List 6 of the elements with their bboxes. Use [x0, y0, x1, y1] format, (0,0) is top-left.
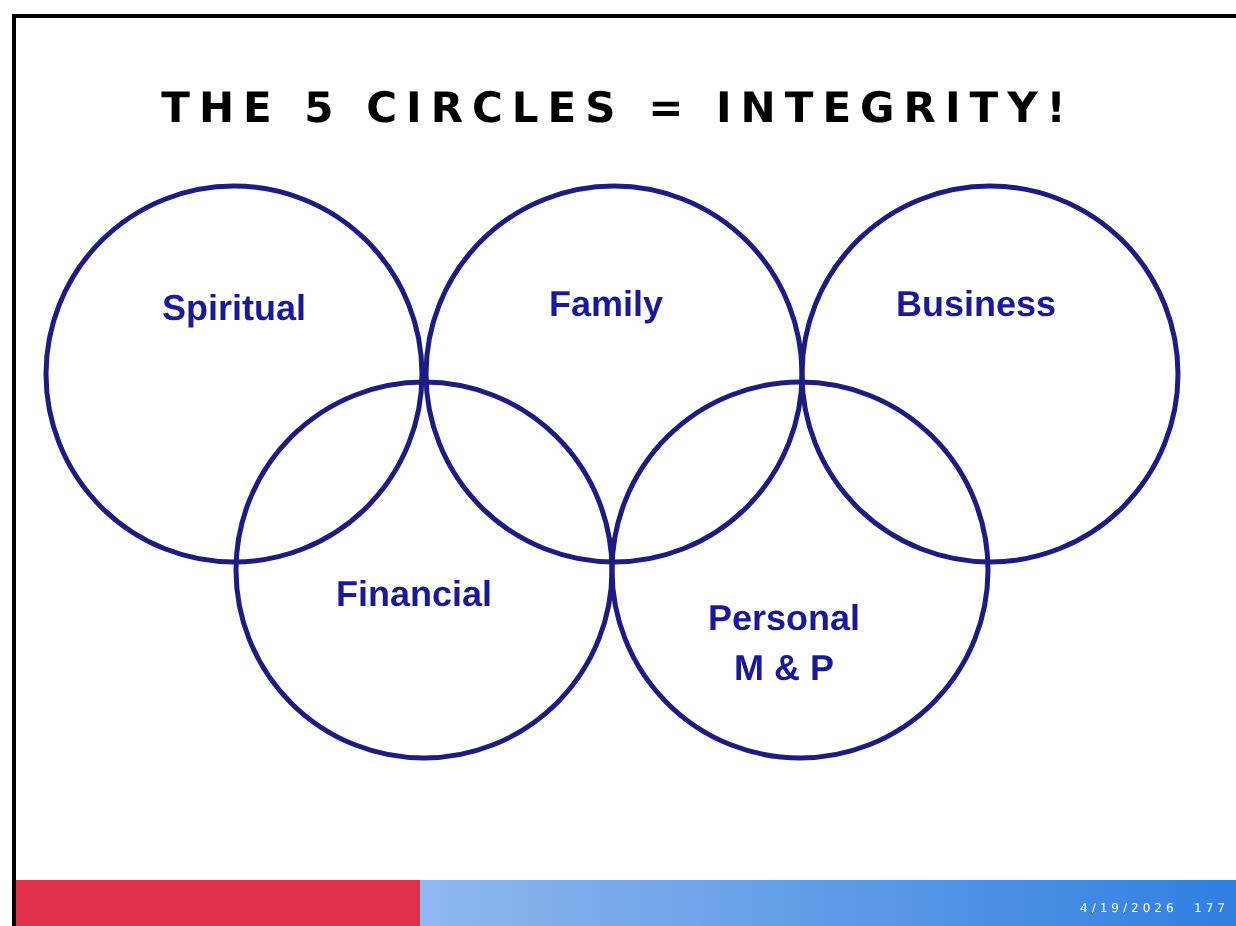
circle-label: Family: [546, 282, 666, 328]
circle-label: Personal M & P: [705, 596, 863, 692]
circle-label: Business: [893, 282, 1059, 328]
circle-label: Financial: [333, 572, 495, 618]
slide-title: THE 5 CIRCLES = INTEGRITY!: [159, 84, 1077, 132]
circle-label: Spiritual: [159, 286, 308, 332]
